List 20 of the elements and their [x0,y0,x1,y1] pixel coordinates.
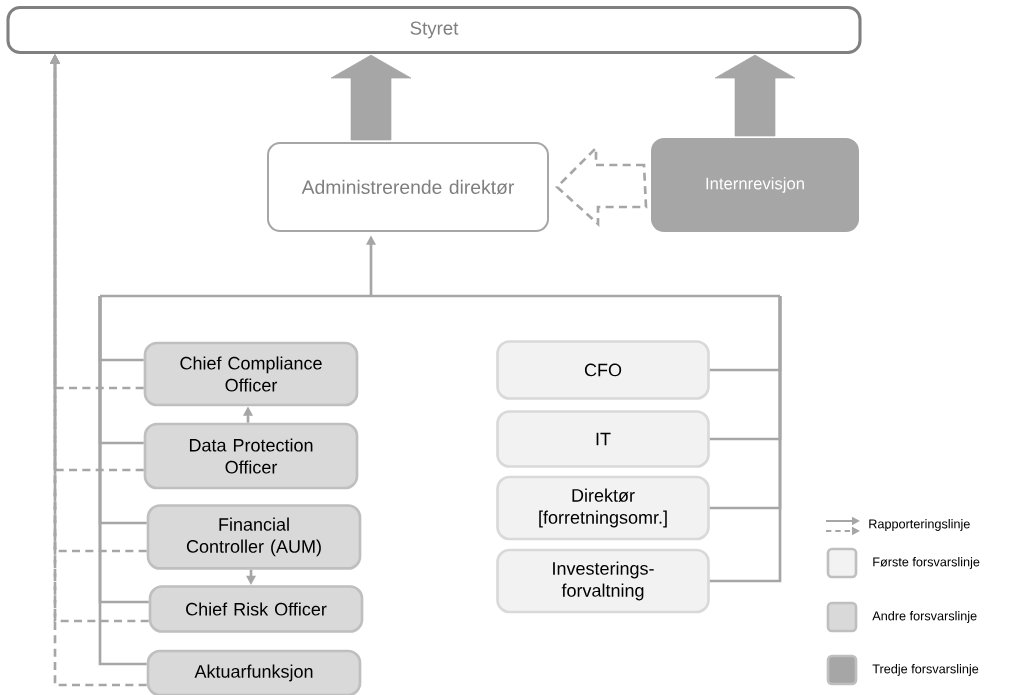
role-box: Chief Compliance Officer [143,341,359,407]
audit-box: Internrevisjon [651,138,859,232]
role-box: Chief Risk Officer [148,585,364,633]
role-box: Direktør [forretningsomr.] [496,475,710,541]
role-box: Financial Controller (AUM) [146,504,362,570]
legend-label: Tredje forsvarslinje [872,664,979,676]
block-arrow [714,54,796,137]
role-box: Aktuarfunksjon [146,649,362,695]
role-box: IT [496,410,710,468]
block-arrow [330,54,412,141]
role-box: CFO [496,340,710,400]
board-box: Styret [6,5,862,55]
legend-label: Andre forsvarslinje [872,611,977,623]
legend-label: Første forsvarslinje [873,557,980,569]
legend-label: Rapporteringslinje [869,519,970,531]
role-box: Data Protection Officer [143,422,359,490]
branch-line [709,296,782,583]
executive-box: Administrerende direktør [267,142,549,232]
branch-line [98,296,147,666]
role-box: Investerings- forvaltning [496,548,710,614]
